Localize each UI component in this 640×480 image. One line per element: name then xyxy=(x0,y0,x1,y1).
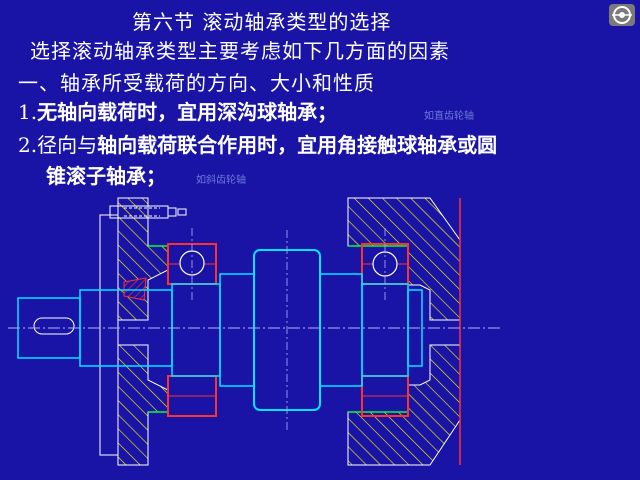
right-bearing xyxy=(361,243,409,417)
item-1: 1.无轴向载荷时，宜用深沟球轴承； xyxy=(18,96,337,125)
left-housing xyxy=(99,197,169,466)
item-2-text: 轴向载荷联合作用时，宜用角接触球轴承或圆 xyxy=(97,133,498,157)
item-2-number: 2. xyxy=(18,133,38,157)
item-1-note: 如直齿轮轴 xyxy=(424,111,474,122)
slide-subtitle: 选择滚动轴承类型主要考虑如下几方面的因素 xyxy=(30,39,450,63)
item-1-number: 1. xyxy=(18,100,38,124)
seal xyxy=(123,277,147,301)
left-bearing xyxy=(167,243,217,417)
item-2-continuation: 锥滚子轴承； xyxy=(46,164,166,188)
item-2: 2.径向与轴向载荷联合作用时，宜用角接触球轴承或圆 xyxy=(18,129,497,158)
slide-title: 第六节 滚动轴承类型的选择 xyxy=(132,10,392,34)
item-2-note: 如斜齿轮轴 xyxy=(196,175,246,186)
right-housing xyxy=(347,197,461,466)
item-2-prefix: 径向与 xyxy=(37,133,98,157)
item-1-text: 无轴向载荷时，宜用深沟球轴承； xyxy=(37,100,338,124)
section-heading: 一、轴承所受载荷的方向、大小和性质 xyxy=(18,71,375,95)
center-lines xyxy=(8,228,500,430)
shaft xyxy=(17,249,423,411)
bolt xyxy=(109,205,187,219)
slide-nav-icon[interactable] xyxy=(609,4,635,26)
